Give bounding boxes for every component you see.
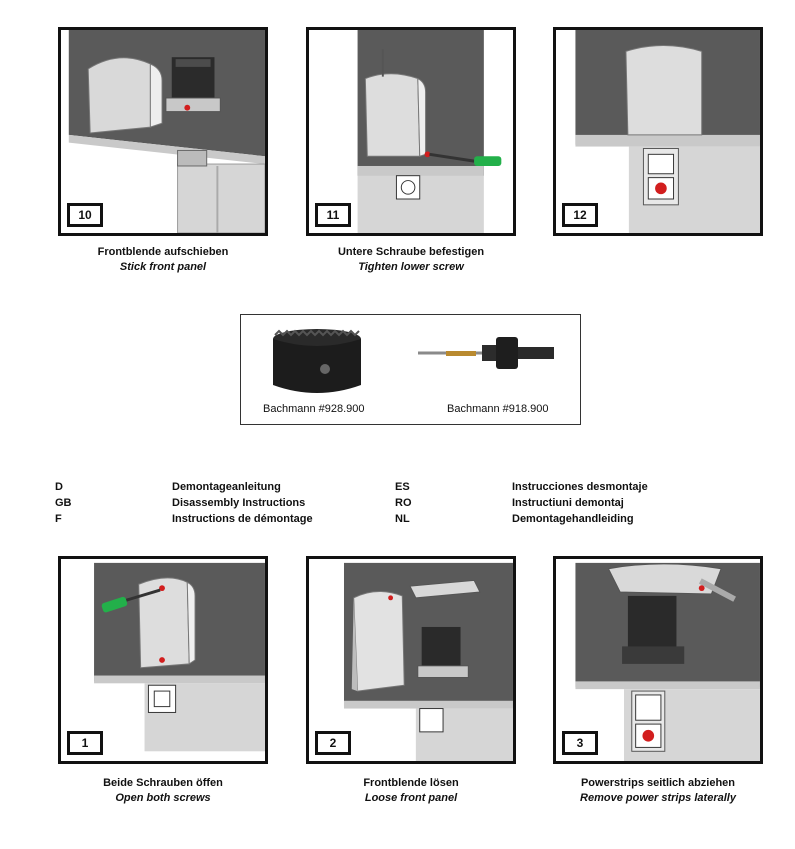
step-2-caption: Frontblende lösen Loose front panel bbox=[306, 776, 516, 806]
language-code: GB bbox=[55, 497, 72, 509]
caption-german: Frontblende lösen bbox=[363, 777, 459, 789]
step-11-caption: Untere Schraube befestigen Tighten lower… bbox=[306, 245, 516, 275]
step-12-illustration: 12 bbox=[553, 27, 763, 236]
step-number: 3 bbox=[562, 731, 598, 755]
step-number: 10 bbox=[67, 203, 103, 227]
caption-english: Loose front panel bbox=[364, 792, 458, 804]
language-title: Disassembly Instructions bbox=[172, 497, 306, 509]
caption-german: Powerstrips seitlich abziehen bbox=[580, 777, 736, 789]
step-1-caption: Beide Schrauben öffen Open both screws bbox=[58, 776, 268, 806]
step-number: 1 bbox=[67, 731, 103, 755]
language-code: NL bbox=[395, 513, 410, 525]
step-10-illustration: 10 bbox=[58, 27, 268, 236]
tool-label: Bachmann #928.900 bbox=[263, 403, 365, 415]
step-12-drawing bbox=[556, 30, 760, 233]
language-title: Demontageanleitung bbox=[172, 481, 281, 493]
caption-german: Frontblende aufschieben bbox=[97, 246, 229, 258]
step-number: 12 bbox=[562, 203, 598, 227]
step-3-drawing bbox=[556, 559, 760, 761]
step-number: 2 bbox=[315, 731, 351, 755]
language-title: Demontagehandleiding bbox=[512, 513, 634, 525]
caption-english: Stick front panel bbox=[119, 261, 207, 273]
step-3-illustration: 3 bbox=[553, 556, 763, 764]
language-code: F bbox=[55, 513, 62, 525]
hole-saw-image bbox=[273, 329, 361, 393]
caption-english: Tighten lower screw bbox=[358, 261, 464, 273]
language-title: Instructiuni demontaj bbox=[512, 497, 624, 509]
step-3-caption: Powerstrips seitlich abziehen Remove pow… bbox=[553, 776, 763, 806]
caption-english: Remove power strips laterally bbox=[580, 792, 736, 804]
language-title: Instrucciones desmontaje bbox=[512, 481, 648, 493]
step-10-caption: Frontblende aufschieben Stick front pane… bbox=[58, 245, 268, 275]
caption-english: Open both screws bbox=[115, 792, 211, 804]
tools-box: Bachmann #928.900 Bachmann #918.900 bbox=[240, 314, 581, 425]
language-code: ES bbox=[395, 481, 410, 493]
language-code: D bbox=[55, 481, 63, 493]
step-11-drawing bbox=[309, 30, 513, 233]
step-11-illustration: 11 bbox=[306, 27, 516, 236]
step-1-illustration: 1 bbox=[58, 556, 268, 764]
tool-label: Bachmann #918.900 bbox=[447, 403, 549, 415]
arbor-drill-image bbox=[418, 337, 554, 369]
caption-german: Untere Schraube befestigen bbox=[337, 246, 485, 258]
step-2-drawing bbox=[309, 559, 513, 761]
step-10-drawing bbox=[61, 30, 265, 233]
caption-german: Beide Schrauben öffen bbox=[103, 777, 223, 789]
language-code: RO bbox=[395, 497, 412, 509]
step-2-illustration: 2 bbox=[306, 556, 516, 764]
step-number: 11 bbox=[315, 203, 351, 227]
language-title: Instructions de démontage bbox=[172, 513, 313, 525]
step-1-drawing bbox=[61, 559, 265, 761]
